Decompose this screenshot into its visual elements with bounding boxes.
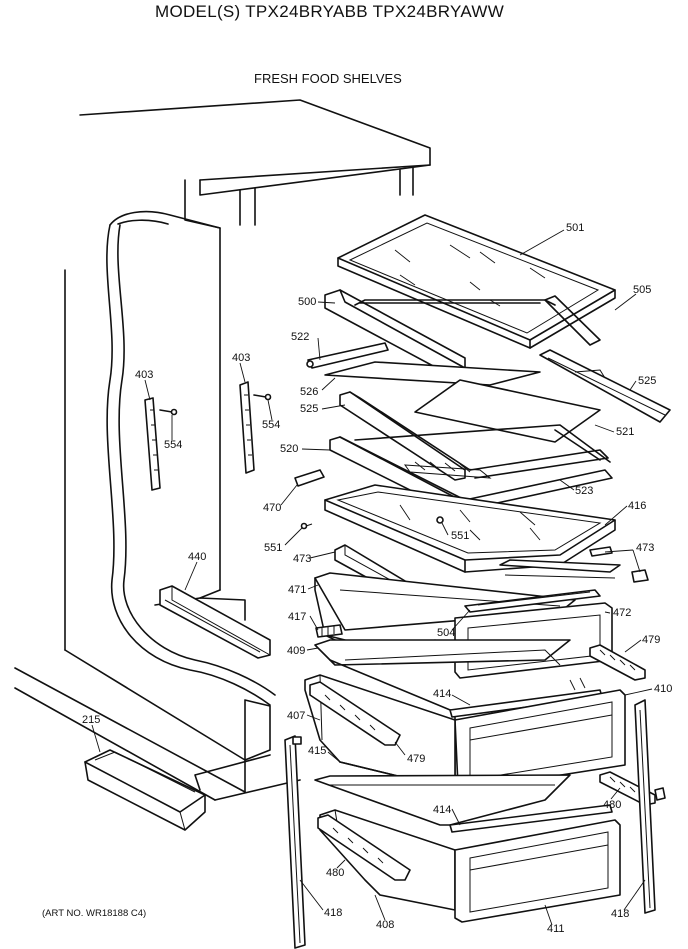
slide-479-top — [589, 644, 646, 681]
label-215: 215 — [82, 714, 100, 726]
frame-500 — [324, 289, 601, 379]
rail-403-right — [239, 381, 272, 474]
label-473-right: 473 — [636, 542, 654, 554]
label-472: 472 — [613, 607, 631, 619]
rail-418-left — [284, 735, 306, 949]
label-523: 523 — [575, 485, 593, 497]
label-470: 470 — [263, 502, 281, 514]
bin-215 — [84, 749, 206, 831]
label-554-right: 554 — [262, 419, 280, 431]
label-440: 440 — [188, 551, 206, 563]
label-418-right: 418 — [611, 908, 629, 920]
frame-520 — [329, 424, 613, 511]
label-521: 521 — [616, 426, 634, 438]
label-407: 407 — [287, 710, 305, 722]
label-551-mid: 551 — [451, 530, 469, 542]
label-408: 408 — [376, 919, 394, 931]
label-505: 505 — [633, 284, 651, 296]
label-414-top: 414 — [433, 688, 451, 700]
track-525-right — [539, 349, 671, 423]
label-403-right: 403 — [232, 352, 250, 364]
label-473-left: 473 — [293, 553, 311, 565]
part-417 — [315, 624, 343, 638]
label-522: 522 — [291, 331, 309, 343]
label-414-bottom: 414 — [433, 804, 451, 816]
drawer-front-411 — [454, 819, 621, 923]
label-554-left: 554 — [164, 439, 182, 451]
label-479-top: 479 — [642, 634, 660, 646]
part-470 — [294, 469, 325, 487]
cover-415 — [314, 774, 571, 826]
screw-551 — [300, 522, 313, 530]
label-417: 417 — [288, 611, 306, 623]
rail-473-right — [499, 546, 649, 583]
section-title: FRESH FOOD SHELVES — [254, 71, 402, 86]
label-471: 471 — [288, 584, 306, 596]
glass-521 — [414, 379, 601, 443]
label-409: 409 — [287, 645, 305, 657]
label-480-right: 480 — [603, 799, 621, 811]
track-522 — [306, 342, 389, 369]
label-525-left: 525 — [300, 403, 318, 415]
rail-403-left — [144, 397, 178, 491]
slide-479-mid — [309, 681, 401, 746]
part-labels: 501 505 500 522 525 526 525 521 520 523 … — [82, 222, 672, 935]
shelf-501 — [337, 214, 616, 349]
art-number: (ART NO. WR18188 C4) — [42, 908, 147, 919]
rail-440 — [159, 585, 271, 659]
cabinet-outline — [14, 99, 431, 801]
label-415: 415 — [308, 745, 326, 757]
label-479-mid: 479 — [407, 753, 425, 765]
label-520: 520 — [280, 443, 298, 455]
label-504: 504 — [437, 627, 455, 639]
model-title: MODEL(S) TPX24BRYABB TPX24BRYAWW — [155, 2, 505, 21]
leader-lines — [91, 229, 653, 926]
label-411: 411 — [547, 923, 565, 935]
glass-526 — [324, 361, 541, 386]
rail-418-right — [634, 699, 666, 914]
bar-504 — [464, 589, 601, 613]
label-403-left: 403 — [135, 369, 153, 381]
shelf-416 — [324, 484, 616, 573]
label-480-left: 480 — [326, 867, 344, 879]
slide-480-left — [317, 814, 411, 881]
label-526: 526 — [300, 386, 318, 398]
label-525-right: 525 — [638, 375, 656, 387]
label-551-left: 551 — [264, 542, 282, 554]
label-410: 410 — [654, 683, 672, 695]
label-501: 501 — [566, 222, 584, 234]
label-418-left: 418 — [324, 907, 342, 919]
strip-414-bottom — [449, 804, 613, 833]
label-500: 500 — [298, 296, 316, 308]
label-416: 416 — [628, 500, 646, 512]
